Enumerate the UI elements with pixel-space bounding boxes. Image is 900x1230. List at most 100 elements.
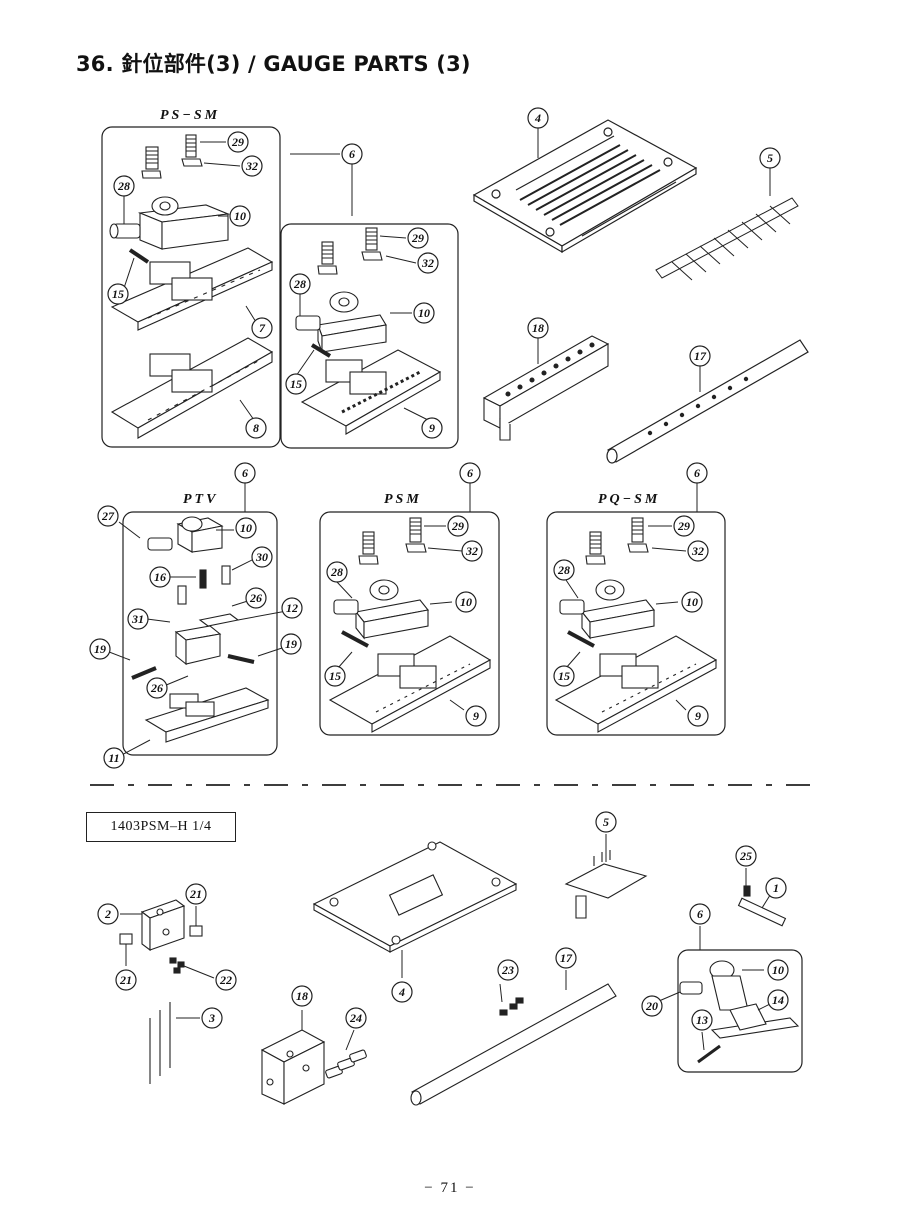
svg-text:22: 22	[219, 973, 232, 987]
callout-19-a: 19	[89, 638, 111, 660]
callout-9-c: 9	[687, 705, 709, 727]
needle-plate-top	[472, 119, 698, 254]
svg-text:5: 5	[603, 815, 609, 829]
callout-28-c: 28	[326, 561, 348, 583]
svg-text:32: 32	[245, 159, 258, 173]
callout-4-b: 4	[391, 981, 413, 1003]
svg-text:19: 19	[285, 637, 297, 651]
callout-17-a: 17	[689, 345, 711, 367]
callout-9-a: 9	[421, 417, 443, 439]
svg-text:6: 6	[242, 466, 248, 480]
svg-text:6: 6	[349, 147, 355, 161]
svg-text:11: 11	[108, 751, 119, 765]
svg-text:26: 26	[150, 681, 163, 695]
callout-15-b: 15	[285, 373, 307, 395]
svg-text:9: 9	[429, 421, 435, 435]
callout-15-c: 15	[324, 665, 346, 687]
group-label-ps-sm: PS−SM	[160, 108, 221, 123]
svg-text:15: 15	[329, 669, 341, 683]
callout-28-d: 28	[553, 559, 575, 581]
svg-text:29: 29	[451, 519, 464, 533]
svg-text:17: 17	[560, 951, 573, 965]
svg-text:30: 30	[255, 550, 268, 564]
svg-text:32: 32	[465, 544, 478, 558]
callout-6-b: 6	[234, 462, 256, 484]
callout-3: 3	[201, 1007, 223, 1029]
svg-text:9: 9	[695, 709, 701, 723]
svg-text:29: 29	[411, 231, 424, 245]
comb-top	[655, 197, 799, 281]
callout-16: 16	[149, 566, 171, 588]
frame-ps-sm	[101, 126, 281, 448]
svg-text:26: 26	[249, 591, 262, 605]
svg-text:9: 9	[473, 709, 479, 723]
svg-text:14: 14	[772, 993, 784, 1007]
svg-text:13: 13	[696, 1013, 708, 1027]
callout-6-a: 6	[341, 143, 363, 165]
callout-21-b: 21	[115, 969, 137, 991]
svg-text:29: 29	[231, 135, 244, 149]
callout-9-b: 9	[465, 705, 487, 727]
frame-pq-sm	[546, 511, 726, 736]
svg-text:32: 32	[421, 256, 434, 270]
pq-sm-assembly	[554, 517, 718, 733]
callout-10-b: 10	[413, 302, 435, 324]
svg-text:28: 28	[117, 179, 130, 193]
svg-text:6: 6	[697, 907, 703, 921]
callout-32-d: 32	[687, 540, 709, 562]
svg-text:10: 10	[772, 963, 784, 977]
svg-text:29: 29	[677, 519, 690, 533]
svg-text:15: 15	[290, 377, 302, 391]
callout-5-a: 5	[759, 147, 781, 169]
callout-19-b: 19	[280, 633, 302, 655]
svg-text:6: 6	[694, 466, 700, 480]
callout-18-b: 18	[291, 985, 313, 1007]
svg-text:1: 1	[773, 881, 779, 895]
callout-4-a: 4	[527, 107, 549, 129]
callout-17-b: 17	[555, 947, 577, 969]
callout-24: 24	[345, 1007, 367, 1029]
svg-text:3: 3	[208, 1011, 215, 1025]
svg-text:4: 4	[534, 111, 541, 125]
svg-text:10: 10	[240, 521, 252, 535]
svg-text:16: 16	[154, 570, 166, 584]
callout-18-a: 18	[527, 317, 549, 339]
callout-10-c: 10	[235, 517, 257, 539]
callout-20: 20	[641, 995, 663, 1017]
callout-6-c: 6	[459, 462, 481, 484]
svg-text:25: 25	[739, 849, 752, 863]
callout-31: 31	[127, 608, 149, 630]
callout-10-a: 10	[229, 205, 251, 227]
callout-29-a: 29	[227, 131, 249, 153]
callout-29-d: 29	[673, 515, 695, 537]
callout-28-b: 28	[289, 273, 311, 295]
callout-30: 30	[251, 546, 273, 568]
svg-text:15: 15	[558, 669, 570, 683]
page-number: − 71 −	[424, 1180, 476, 1196]
callout-26-b: 26	[146, 677, 168, 699]
callout-14: 14	[767, 989, 789, 1011]
svg-text:2: 2	[104, 907, 111, 921]
callout-29-b: 29	[407, 227, 429, 249]
callout-5-b: 5	[595, 811, 617, 833]
page-title: 36. 針位部件(3) / GAUGE PARTS (3)	[76, 52, 471, 76]
model-box: 1403PSM–H 1/4	[86, 812, 236, 842]
needle-bar-top	[606, 339, 809, 464]
callout-6-e: 6	[689, 903, 711, 925]
group-label-psm: PSM	[384, 492, 422, 507]
svg-text:6: 6	[467, 466, 473, 480]
svg-text:31: 31	[131, 612, 144, 626]
frame-psm	[319, 511, 500, 736]
svg-text:28: 28	[330, 565, 343, 579]
callout-10-d: 10	[455, 591, 477, 613]
svg-text:28: 28	[557, 563, 570, 577]
svg-text:10: 10	[418, 306, 430, 320]
callout-markers: 29 32 28 10 15 7 8 6 29 32 28 10 15 9 4 …	[89, 107, 789, 1031]
svg-text:23: 23	[501, 963, 514, 977]
callout-21-a: 21	[185, 883, 207, 905]
svg-text:10: 10	[686, 595, 698, 609]
svg-text:8: 8	[253, 421, 259, 435]
callout-11: 11	[103, 747, 125, 769]
svg-text:28: 28	[293, 277, 306, 291]
svg-text:18: 18	[296, 989, 308, 1003]
